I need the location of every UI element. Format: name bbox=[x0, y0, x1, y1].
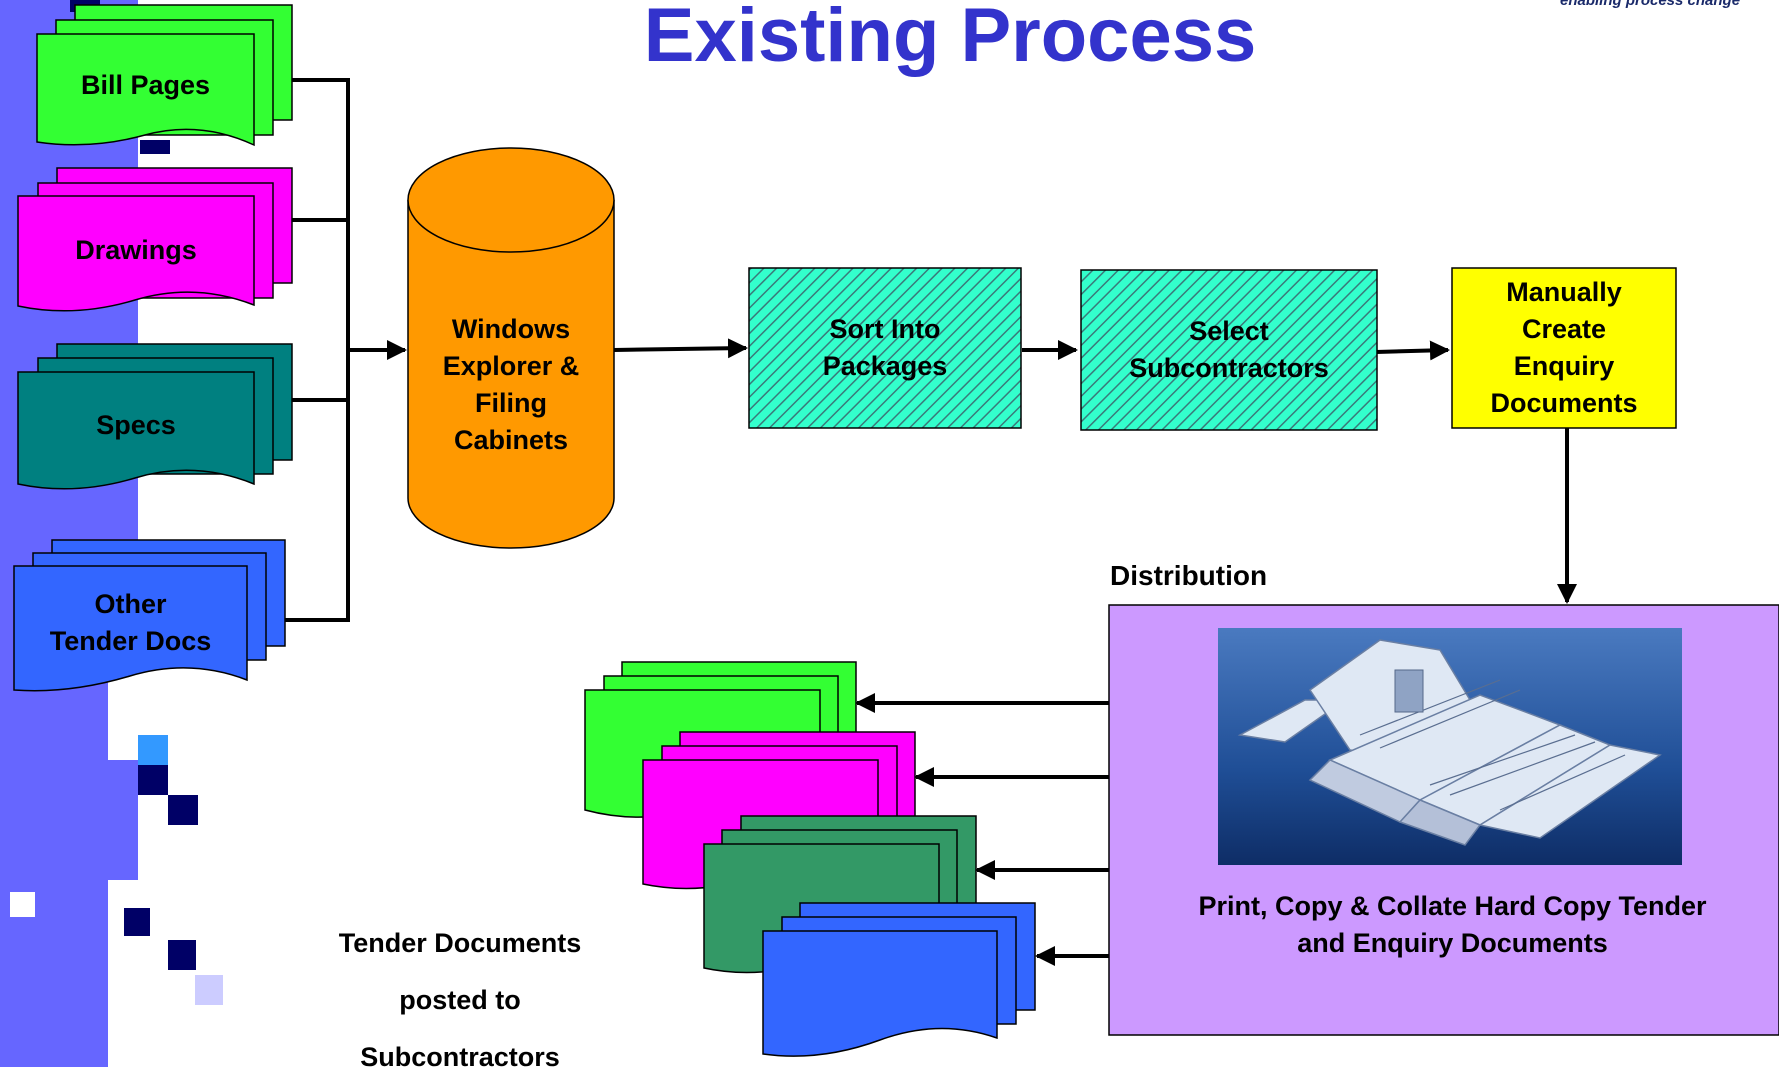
storage-line-4: Cabinets bbox=[453, 425, 569, 455]
manual-line-4: Documents bbox=[1490, 388, 1638, 418]
distribution-arrows bbox=[855, 693, 1109, 966]
bill-pages-document-stack bbox=[36, 4, 293, 147]
storage-line-1: Windows bbox=[451, 314, 571, 344]
manual-line-3: Enquiry bbox=[1513, 351, 1615, 381]
select-line-2: Subcontractors bbox=[1129, 353, 1329, 383]
drawings-document-stack bbox=[17, 167, 293, 312]
manual-line-1: Manually bbox=[1506, 277, 1622, 307]
output-drawings-stack bbox=[642, 731, 916, 890]
posted-line-2: posted to bbox=[399, 985, 521, 1015]
posted-line-3: Subcontractors bbox=[360, 1042, 560, 1072]
distribution-label: Distribution bbox=[1110, 560, 1268, 591]
sort-line-1: Sort Into bbox=[829, 314, 941, 344]
select-subcontractors-label: Select Subcontractors bbox=[1081, 312, 1377, 388]
tender-documents-posted-label: Tender Documents posted to Subcontractor… bbox=[290, 915, 630, 1086]
distribution-caption: Print, Copy & Collate Hard Copy Tender a… bbox=[1130, 885, 1775, 965]
storage-label: Windows Explorer & Filing Cabinets bbox=[408, 310, 614, 460]
specs-document-stack bbox=[17, 343, 293, 490]
other-tender-docs-line-2: Tender Docs bbox=[49, 626, 212, 656]
left-decorative-strip bbox=[0, 0, 223, 1067]
storage-line-2: Explorer & bbox=[442, 351, 580, 381]
sort-into-packages-box bbox=[748, 267, 1022, 429]
storage-line-3: Filing bbox=[475, 388, 547, 418]
distribution-caption-line-1: Print, Copy & Collate Hard Copy Tender bbox=[1198, 891, 1707, 921]
select-subcontractors-box bbox=[1080, 269, 1378, 431]
manually-create-enquiry-label: Manually Create Enquiry Documents bbox=[1452, 272, 1676, 424]
sort-into-packages-label: Sort Into Packages bbox=[749, 310, 1021, 386]
storage-cylinder bbox=[407, 147, 615, 549]
other-tender-docs-line-1: Other bbox=[94, 589, 167, 619]
other-tender-docs-document-stack bbox=[13, 539, 286, 692]
other-tender-docs-label: Other Tender Docs bbox=[14, 583, 247, 663]
flow-connectors bbox=[613, 338, 1577, 604]
output-other-stack bbox=[762, 902, 1036, 1057]
posted-line-1: Tender Documents bbox=[338, 928, 582, 958]
bill-pages-label: Bill Pages bbox=[80, 69, 211, 100]
specs-label: Specs bbox=[96, 409, 176, 440]
drawings-label: Drawings bbox=[75, 234, 197, 265]
tagline: enabling process change bbox=[1560, 0, 1741, 9]
manually-create-enquiry-box bbox=[1451, 267, 1677, 429]
select-line-1: Select bbox=[1189, 316, 1269, 346]
distribution-caption-line-2: and Enquiry Documents bbox=[1297, 928, 1608, 958]
page-title: Existing Process bbox=[643, 0, 1257, 78]
input-connectors bbox=[285, 78, 407, 622]
sort-line-2: Packages bbox=[822, 351, 948, 381]
printer-image bbox=[1218, 628, 1682, 865]
manual-line-2: Create bbox=[1521, 314, 1607, 344]
